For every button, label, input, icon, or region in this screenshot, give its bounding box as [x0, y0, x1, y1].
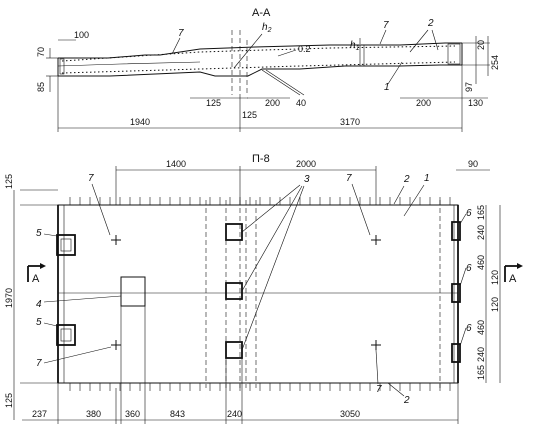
callout-6-middle: 6 [466, 263, 472, 274]
top-reinforcement [61, 45, 456, 62]
dim-0-2: 0.2 [298, 44, 311, 54]
dim-240-b: 240 [227, 409, 242, 419]
mounting-mark-bottom-right [371, 340, 381, 350]
dim-460-a: 460 [476, 255, 486, 270]
dim-2000: 2000 [296, 159, 316, 169]
slab-top-edge [58, 42, 462, 59]
dim-1400: 1400 [166, 159, 186, 169]
dim-3170: 3170 [340, 117, 360, 127]
lifting-loop-bottom [56, 324, 76, 346]
embedded-part-3-top [225, 223, 243, 241]
callout-7-top-right: 7 [346, 173, 352, 184]
callout-1: 1 [424, 173, 430, 184]
lifting-loop-top [56, 234, 76, 256]
dim-200-b: 200 [416, 98, 431, 108]
callout-2-top: 2 [403, 174, 410, 185]
dim-130: 130 [468, 98, 483, 108]
dim-125-a: 125 [206, 98, 221, 108]
slab-bottom-edge [58, 64, 462, 77]
callout-5-bottom: 5 [36, 317, 42, 328]
dim-1940: 1940 [130, 117, 150, 127]
callout-1: 1 [384, 82, 390, 93]
rebar-ticks-top [69, 197, 451, 205]
label-h1: h1 [350, 40, 360, 52]
callout-6-bottom: 6 [466, 323, 472, 334]
dim-360: 360 [125, 409, 140, 419]
h2-leader [233, 33, 263, 69]
dim-85: 85 [36, 82, 46, 92]
dim-843: 843 [170, 409, 185, 419]
dim-120-a: 120 [490, 270, 500, 285]
dim-125-bottom: 125 [4, 393, 14, 408]
embedded-part-6-top [451, 221, 461, 241]
slab-inner-line [57, 61, 201, 67]
callout-7-left: 7 [178, 28, 184, 39]
callout-7-right: 7 [383, 20, 389, 31]
dim-125-b: 125 [242, 110, 257, 120]
dim-165-a: 165 [476, 205, 486, 220]
dim-460-b: 460 [476, 320, 486, 335]
embedded-part-3-bottom [225, 341, 243, 359]
section-a-a: А-А 70 85 100 h2 h1 0.2 7 [36, 7, 500, 132]
dim-240-a: 240 [476, 225, 486, 240]
dim-240-c: 240 [476, 347, 486, 362]
callout-6-top: 6 [466, 208, 472, 219]
callout-4: 4 [36, 299, 42, 310]
section-title: А-А [252, 7, 271, 19]
section-mark-right: А [504, 263, 523, 285]
dim-380: 380 [86, 409, 101, 419]
callout-2: 2 [427, 18, 434, 29]
dim-3050: 3050 [340, 409, 360, 419]
plan-p-8: П-8 1400 2000 90 [4, 153, 523, 424]
dim-1970: 1970 [4, 288, 14, 308]
mounting-mark-bottom-left [111, 340, 121, 350]
callout-7-bottom-right: 7 [376, 384, 382, 395]
plan-title: П-8 [252, 153, 270, 165]
bottom-reinforcement [61, 61, 456, 74]
label-h2: h2 [262, 22, 272, 34]
dim-200-a: 200 [265, 98, 280, 108]
dim-90: 90 [468, 159, 478, 169]
callout-5-top: 5 [36, 228, 42, 239]
insert-block [359, 44, 365, 67]
dim-97: 97 [464, 82, 474, 92]
slab-outline [57, 204, 459, 384]
callout-7-bottom-left: 7 [36, 358, 42, 369]
embedded-part-6-bottom [451, 343, 461, 363]
svg-text:А: А [509, 273, 517, 285]
mounting-mark-top-left [111, 235, 121, 245]
embedded-part-6-middle [451, 283, 461, 303]
left-end-block [59, 58, 65, 75]
dim-20: 20 [476, 40, 486, 50]
rebar-ticks-bottom [69, 383, 451, 391]
dim-165-b: 165 [476, 365, 486, 380]
callout-2-bottom: 2 [403, 395, 410, 406]
section-mark-left: А [27, 263, 46, 285]
svg-text:А: А [32, 273, 40, 285]
dim-100: 100 [74, 30, 89, 40]
dim-70: 70 [36, 47, 46, 57]
dim-40: 40 [296, 98, 306, 108]
mounting-mark-top-right [371, 235, 381, 245]
dim-125-top: 125 [4, 174, 14, 189]
dim-254: 254 [490, 55, 500, 70]
dim-120-b: 120 [490, 297, 500, 312]
dim-237: 237 [32, 409, 47, 419]
callout-7-top-left: 7 [88, 173, 94, 184]
embedded-plate-4 [120, 276, 146, 307]
right-end-block [447, 43, 461, 65]
embedded-part-3-middle [225, 282, 243, 300]
callout-3: 3 [304, 174, 310, 185]
